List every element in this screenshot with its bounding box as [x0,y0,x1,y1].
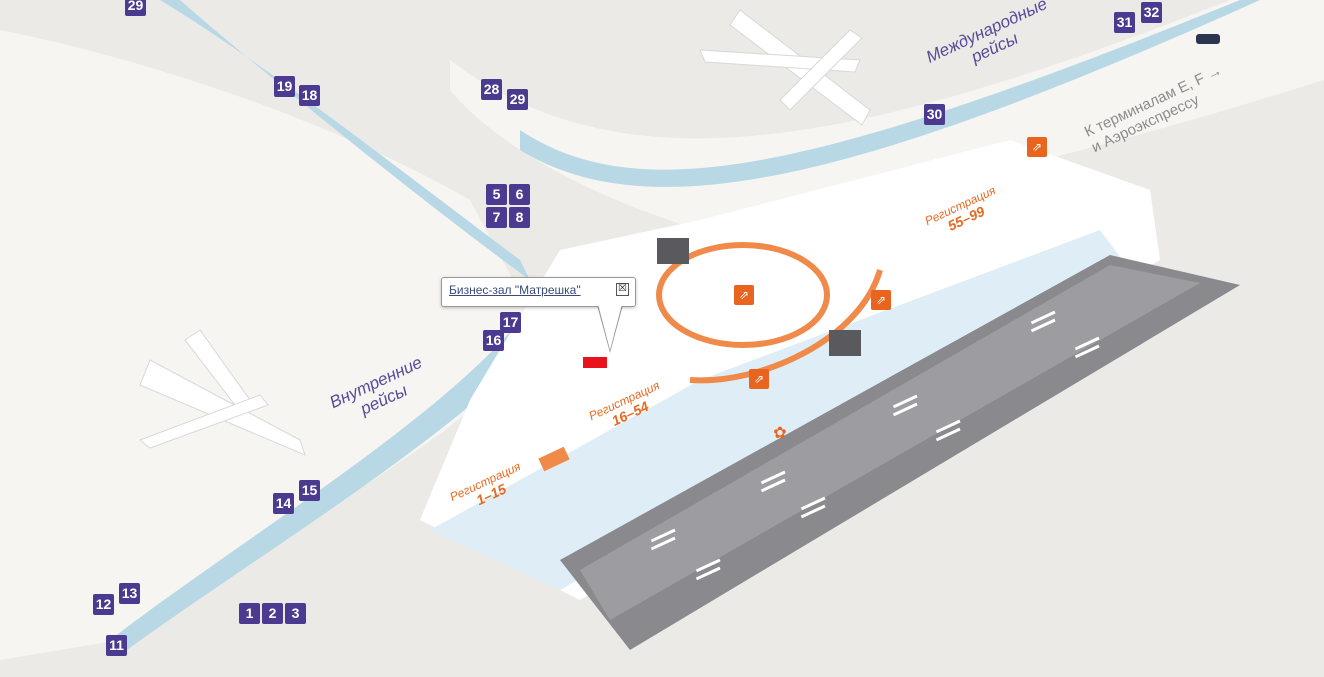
gate-6[interactable]: 6 [509,184,530,205]
gate-1[interactable]: 1 [239,603,260,624]
gate-16[interactable]: 16 [483,330,504,351]
gate-20[interactable]: 29 [125,0,146,16]
departure-board-icon [657,238,689,264]
gate-15[interactable]: 15 [299,480,320,501]
gate-31[interactable]: 31 [1114,12,1135,33]
gate-28[interactable]: 28 [481,79,502,100]
gate-8[interactable]: 8 [509,207,530,228]
close-icon[interactable]: ☒ [616,283,629,296]
bus-icon [1196,34,1220,44]
gate-19[interactable]: 19 [274,76,295,97]
gate-5[interactable]: 5 [486,184,507,205]
departure-board-icon [829,330,861,356]
escalator-icon[interactable]: ⇗ [871,290,891,310]
gate-13[interactable]: 13 [119,583,140,604]
airplane-icon [699,9,871,126]
gate-29[interactable]: 29 [507,89,528,110]
gate-17[interactable]: 17 [500,312,521,333]
gate-3[interactable]: 3 [285,603,306,624]
lounge-pin-marker[interactable] [583,357,607,368]
gate-7[interactable]: 7 [486,207,507,228]
lounge-popup: Бизнес-зал "Матрешка" ☒ [441,277,636,307]
gate-14[interactable]: 14 [273,493,294,514]
escalator-icon[interactable]: ⇗ [749,369,769,389]
gate-2[interactable]: 2 [262,603,283,624]
popup-tail-fill [598,304,622,350]
paw-icon[interactable]: ✿ [773,425,787,442]
gate-30[interactable]: 30 [924,104,945,125]
escalator-icon[interactable]: ⇗ [734,285,754,305]
gate-11[interactable]: 11 [106,635,127,656]
gate-18[interactable]: 18 [299,85,320,106]
gate-12[interactable]: 12 [93,594,114,615]
airplane-icon [139,329,306,456]
lounge-link[interactable]: Бизнес-зал "Матрешка" [449,283,581,297]
gate-32[interactable]: 32 [1141,2,1162,23]
escalator-icon[interactable]: ⇗ [1027,137,1047,157]
